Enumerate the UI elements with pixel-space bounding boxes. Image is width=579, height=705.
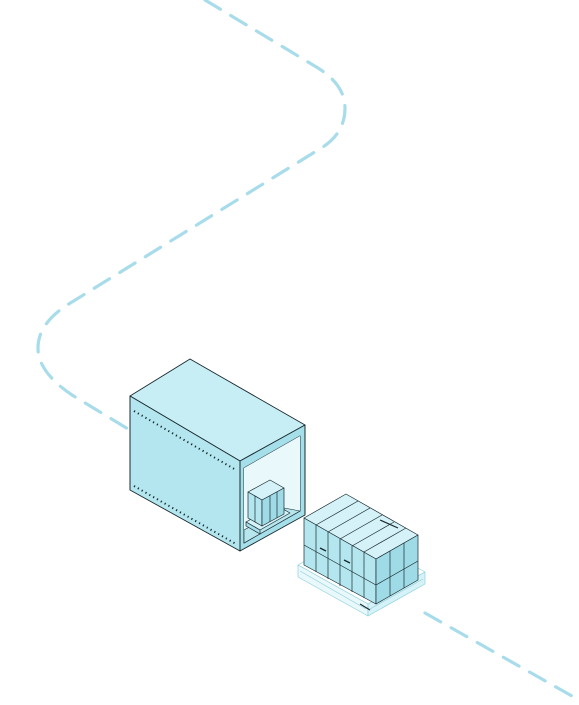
- dashed-route-line: [36, 0, 579, 702]
- box-mark: [359, 603, 371, 611]
- shipping-container: [129, 358, 306, 552]
- pallet-slat: [369, 578, 424, 610]
- box-divider-top: [315, 500, 359, 526]
- box-divider-top: [351, 521, 395, 547]
- box-mark: [379, 519, 399, 529]
- box-divider-top: [339, 514, 383, 540]
- inner-pallet-side: [245, 521, 261, 535]
- pallet-of-boxes: [297, 493, 426, 617]
- box-divider-top: [327, 507, 371, 533]
- box-mark: [343, 559, 351, 564]
- route-segment-lower: [423, 611, 579, 702]
- box-layer-line: [303, 544, 377, 586]
- route-segment-upper: [36, 0, 347, 434]
- box-layer-line: [375, 560, 419, 586]
- container-rivets-bottom: [133, 485, 237, 545]
- box-mark: [319, 547, 327, 552]
- pallet-slat: [299, 570, 367, 610]
- container-cargo: [245, 479, 291, 535]
- box-divider-top: [363, 527, 407, 553]
